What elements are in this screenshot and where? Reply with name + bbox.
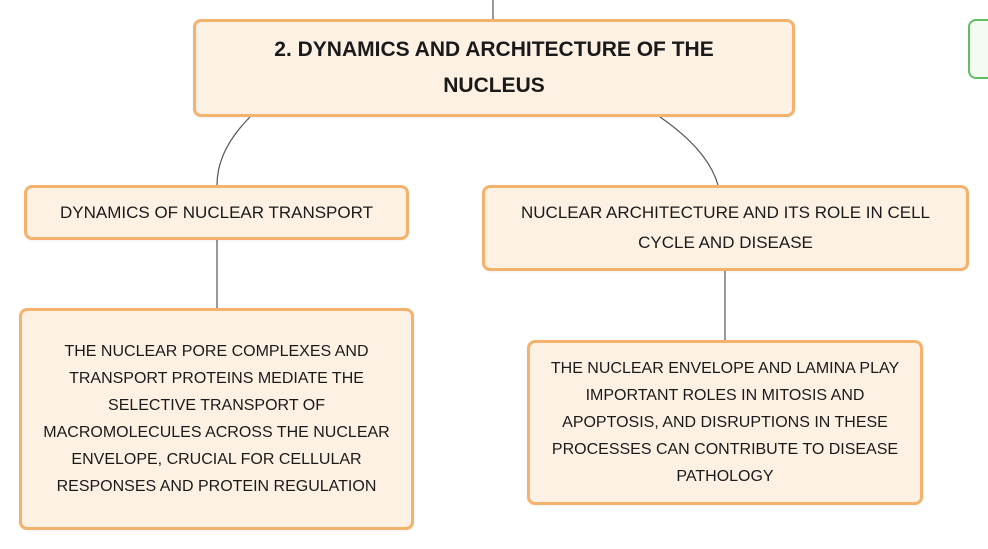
adjacent-node-edge[interactable]	[968, 19, 988, 79]
nuclear-architecture-detail-node[interactable]: THE NUCLEAR ENVELOPE AND LAMINA PLAY IMP…	[527, 340, 923, 505]
nuclear-architecture-label: NUCLEAR ARCHITECTURE AND ITS ROLE IN CEL…	[520, 203, 931, 252]
nuclear-architecture-detail-text: THE NUCLEAR ENVELOPE AND LAMINA PLAY IMP…	[550, 360, 900, 485]
nuclear-transport-node[interactable]: DYNAMICS OF NUCLEAR TRANSPORT	[24, 185, 409, 240]
root-node-label: 2. DYNAMICS AND ARCHITECTURE OF THE NUCL…	[274, 38, 714, 97]
connector-root-to-right	[659, 116, 719, 186]
root-node[interactable]: 2. DYNAMICS AND ARCHITECTURE OF THE NUCL…	[193, 19, 795, 117]
connector-root-to-left	[216, 116, 251, 186]
nuclear-architecture-node[interactable]: NUCLEAR ARCHITECTURE AND ITS ROLE IN CEL…	[482, 185, 969, 271]
nuclear-transport-detail-node[interactable]: THE NUCLEAR PORE COMPLEXES AND TRANSPORT…	[19, 308, 414, 530]
nuclear-transport-detail-text: THE NUCLEAR PORE COMPLEXES AND TRANSPORT…	[43, 343, 390, 495]
nuclear-transport-label: DYNAMICS OF NUCLEAR TRANSPORT	[60, 202, 373, 222]
